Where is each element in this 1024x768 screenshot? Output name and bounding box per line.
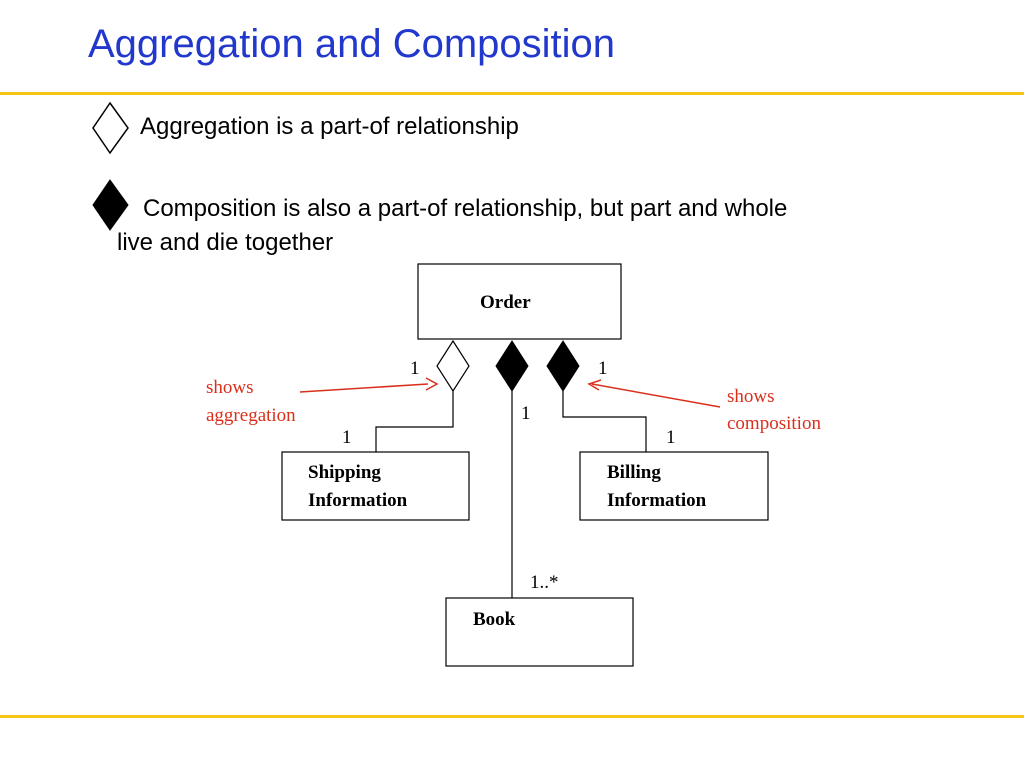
shipping-class-label-line1: Shipping xyxy=(308,462,381,483)
book-class-box xyxy=(445,597,634,667)
multiplicity-order-book: 1 xyxy=(521,403,531,424)
aggregation-arrow xyxy=(299,383,429,393)
shipping-class-label-line2: Information xyxy=(308,490,408,511)
slide-title: Aggregation and Composition xyxy=(88,22,616,66)
aggregation-arrowhead-icon xyxy=(425,377,439,391)
composition-arrowhead-icon xyxy=(587,379,602,391)
bottom-divider xyxy=(0,715,1024,718)
top-divider xyxy=(0,92,1024,95)
billing-class-label-line2: Information xyxy=(607,490,707,511)
billing-class-box xyxy=(579,451,769,521)
aggregation-diamond-icon xyxy=(436,339,470,393)
composition-arrow xyxy=(591,383,721,408)
hollow-diamond-icon xyxy=(92,101,129,155)
aggregation-note-line2: aggregation xyxy=(206,405,296,426)
book-class-label: Book xyxy=(473,609,516,630)
composition-bullet-text-line2: live and die together xyxy=(117,229,334,256)
aggregation-line xyxy=(375,391,454,452)
order-class-box xyxy=(417,263,622,340)
composition-note-line2: composition xyxy=(727,413,821,434)
filled-diamond-icon xyxy=(92,179,129,231)
multiplicity-billing: 1 xyxy=(666,427,676,448)
composition-diamond-billing-icon xyxy=(546,340,580,392)
multiplicity-book: 1..* xyxy=(530,572,559,593)
shipping-class-box xyxy=(281,451,470,521)
composition-note-line1: shows xyxy=(727,386,775,407)
order-class-label: Order xyxy=(480,292,531,313)
composition-billing-line xyxy=(562,391,647,452)
aggregation-note-line1: shows xyxy=(206,377,254,398)
multiplicity-order-shipping: 1 xyxy=(410,358,420,379)
aggregation-bullet-text: Aggregation is a part-of relationship xyxy=(140,113,519,140)
composition-bullet-text-line1: Composition is also a part-of relationsh… xyxy=(143,195,788,222)
billing-class-label-line1: Billing xyxy=(607,462,661,483)
composition-diamond-book-icon xyxy=(495,340,529,392)
multiplicity-shipping: 1 xyxy=(342,427,352,448)
multiplicity-order-billing: 1 xyxy=(598,358,608,379)
